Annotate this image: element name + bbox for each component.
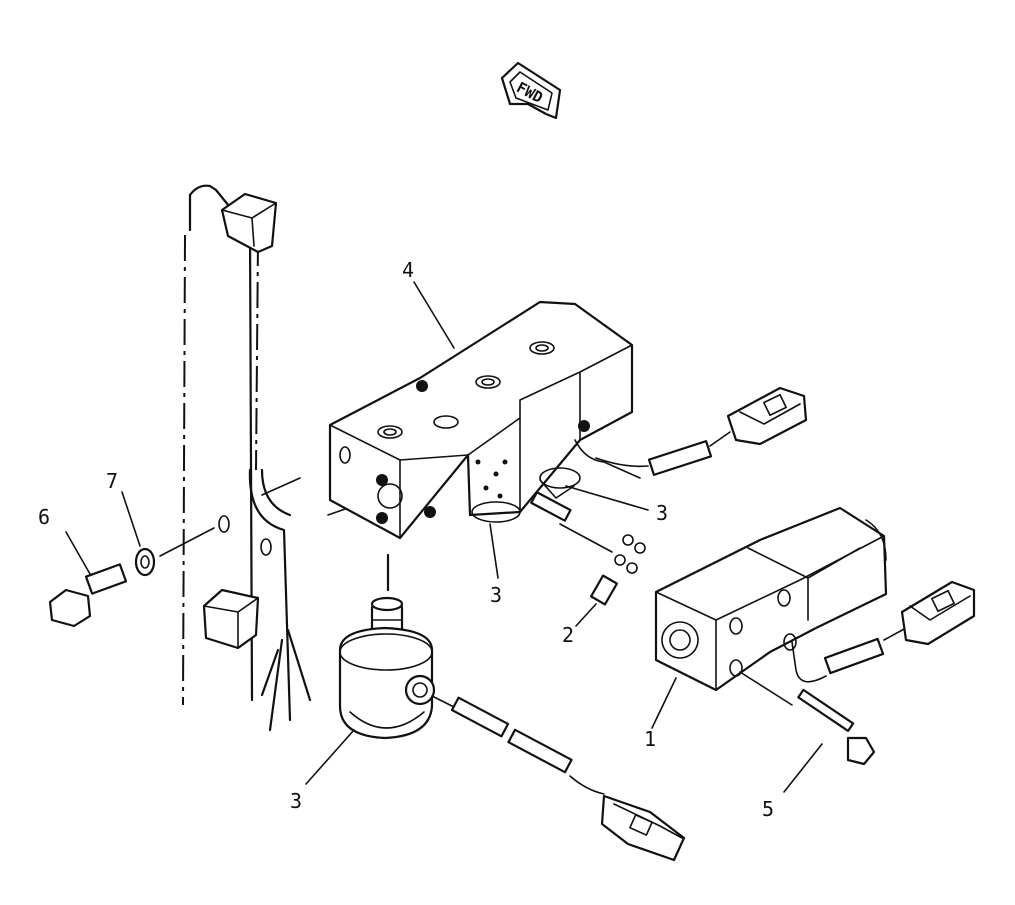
upper-connector: [595, 386, 808, 476]
leader-lines: [65, 281, 823, 793]
callout-3-lower: 3: [290, 789, 302, 813]
callout-5: 5: [762, 797, 774, 821]
pressure-sensor-lower: [338, 553, 686, 862]
long-bolt: [739, 671, 876, 766]
solenoid-valve: [654, 506, 976, 692]
callout-numbers: 4 3 3 3 2 1 5 6 7: [38, 258, 774, 821]
callout-2: 2: [562, 623, 574, 647]
callout-3-upper: 3: [656, 501, 668, 525]
callout-1: 1: [644, 727, 656, 751]
callout-4: 4: [402, 258, 414, 282]
hex-bolt-and-washer: [48, 527, 215, 628]
fwd-direction-marker: FWD: [500, 61, 562, 120]
callout-6: 6: [38, 505, 50, 529]
valve-block: [328, 300, 641, 540]
o-rings-and-plug: [559, 523, 646, 606]
callout-7: 7: [106, 469, 118, 493]
mounting-bracket: [182, 184, 349, 732]
callout-3-middle: 3: [490, 583, 502, 607]
